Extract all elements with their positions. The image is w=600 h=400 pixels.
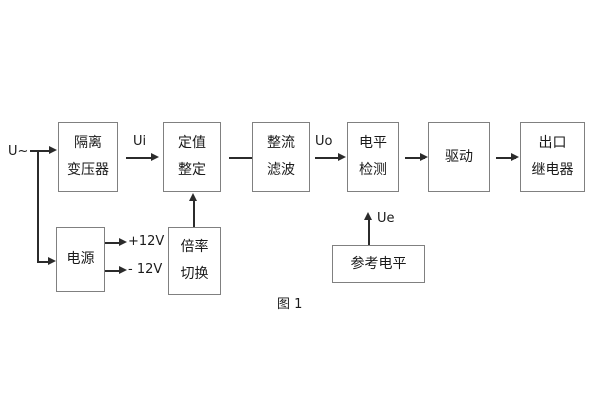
- wire-input-vertical-branch: [37, 150, 39, 262]
- wire-reference-level-to-level-detect: [368, 219, 370, 245]
- block-level-detect-line-1: 电平: [359, 135, 387, 152]
- arrowhead-input-to-transformer: [49, 146, 57, 154]
- block-rectify-filter-line-2: 滤波: [267, 162, 295, 178]
- wire-power-supply-negative: [105, 270, 123, 272]
- arrowhead-rectify-to-level-detect: [338, 153, 346, 161]
- signal-label-ue: Ue: [377, 211, 395, 226]
- wire-input-to-transformer: [37, 150, 50, 152]
- block-output-relay: 出口 继电器: [520, 122, 585, 192]
- arrowhead-transformer-to-setting: [151, 153, 159, 161]
- input-signal-label-u: U~: [8, 144, 29, 159]
- voltage-label-negative-12v: - 12V: [128, 262, 163, 277]
- block-isolation-transformer-line-1: 隔离: [74, 135, 102, 152]
- block-drive: 驱动: [428, 122, 490, 192]
- block-output-relay-line-2: 继电器: [531, 162, 574, 178]
- block-reference-level-line-1: 参考电平: [350, 255, 407, 272]
- block-multiplier-switch-line-2: 切换: [180, 266, 209, 282]
- block-isolation-transformer-line-2: 变压器: [67, 162, 109, 178]
- signal-label-ui: Ui: [133, 134, 147, 149]
- wire-input-to-power-supply: [37, 261, 49, 263]
- block-output-relay-line-1: 出口: [538, 135, 567, 152]
- arrowhead-drive-to-output-relay: [511, 153, 519, 161]
- arrowhead-input-to-power-supply: [48, 257, 56, 265]
- wire-drive-to-output-relay: [496, 157, 516, 159]
- block-level-detect: 电平 检测: [347, 122, 399, 192]
- block-setting-adjust-line-1: 定值: [178, 135, 206, 152]
- arrowhead-power-supply-positive: [119, 238, 127, 246]
- block-setting-adjust: 定值 整定: [163, 122, 221, 192]
- wire-rectify-to-level-detect: [315, 157, 339, 159]
- figure-caption: 图 1: [277, 297, 303, 312]
- block-multiplier-switch-line-1: 倍率: [180, 239, 209, 256]
- block-power-supply-line-1: 电源: [66, 251, 95, 268]
- voltage-label-positive-12v: +12V: [128, 234, 165, 249]
- wire-transformer-to-setting: [126, 157, 152, 159]
- block-rectify-filter-line-1: 整流: [267, 135, 295, 152]
- block-drive-line-1: 驱动: [445, 148, 473, 165]
- block-reference-level: 参考电平: [332, 245, 425, 283]
- wire-setting-to-rectify: [229, 157, 253, 159]
- wire-input-stub: [30, 150, 38, 152]
- block-isolation-transformer: 隔离 变压器: [58, 122, 118, 192]
- wire-level-detect-to-drive: [405, 157, 425, 159]
- block-power-supply: 电源: [56, 227, 105, 292]
- signal-label-uo: Uo: [315, 134, 333, 149]
- block-multiplier-switch: 倍率 切换: [168, 227, 221, 295]
- block-level-detect-line-2: 检测: [359, 162, 387, 178]
- arrowhead-level-detect-to-drive: [420, 153, 428, 161]
- arrowhead-reference-level-to-level-detect: [364, 212, 372, 220]
- wire-multiplier-to-setting: [193, 200, 195, 227]
- block-rectify-filter: 整流 滤波: [252, 122, 310, 192]
- arrowhead-multiplier-to-setting: [189, 193, 197, 201]
- arrowhead-power-supply-negative: [119, 266, 127, 274]
- wire-power-supply-positive: [105, 242, 123, 244]
- block-setting-adjust-line-2: 整定: [178, 162, 206, 178]
